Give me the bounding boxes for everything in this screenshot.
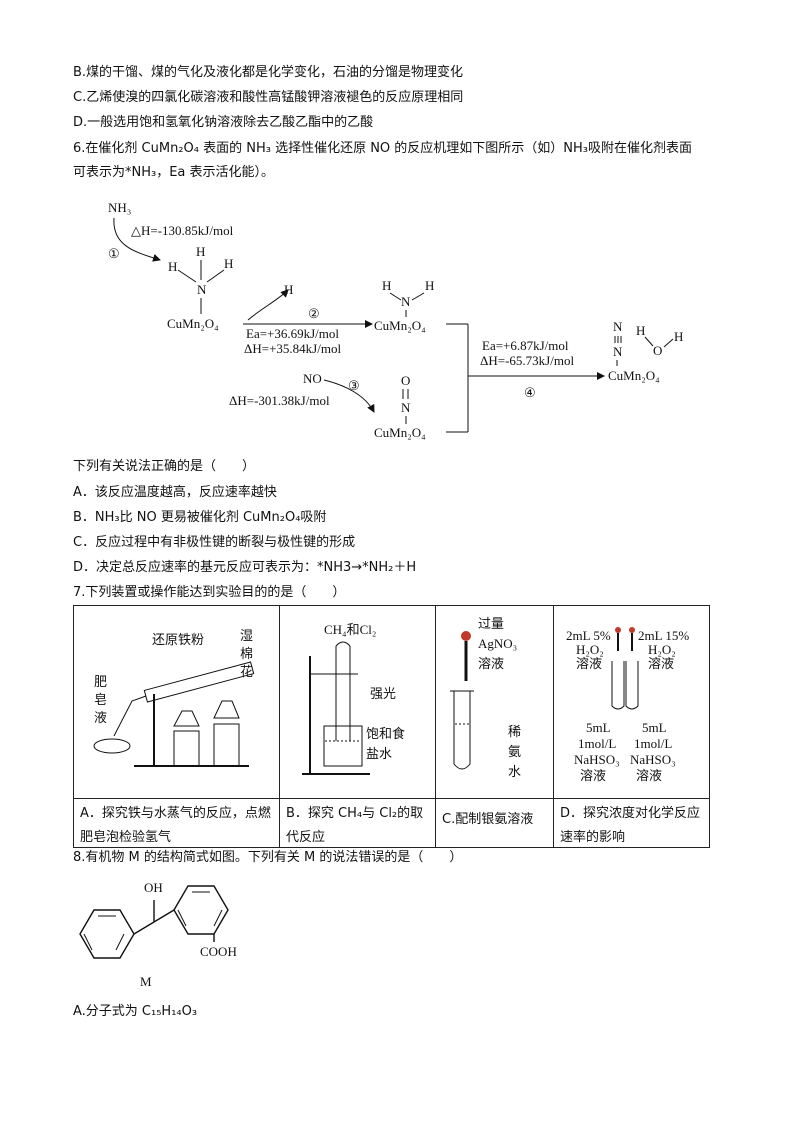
q6-option-a: A．该反应温度越高，反应速率越快 (73, 485, 277, 500)
option-d-line: D.一般选用饱和氢氧化钠溶液除去乙酸乙酯中的乙酸 (73, 115, 374, 130)
question-7-text: 7.下列装置或操作能达到实验目的的是（ ） (73, 585, 346, 600)
h2o2-15-label: 2mL 15% (638, 628, 689, 643)
q6-option-d: D．决定总反应速率的基元反应可表示为：*NH3→*NH₂＋H (73, 560, 417, 575)
apparatus-d-figure: 2mL 5% H₂O₂ 溶液 2mL 15% H₂O₂ 溶液 5mL 1mol/… (566, 627, 689, 784)
solution-label: 溶液 (648, 657, 674, 672)
h-atom: H (425, 278, 434, 293)
apparatus-c-cell: 过量 AgNO₃ 溶液 稀 氨 水 (435, 605, 554, 799)
dh3-label: ΔH=-301.38kJ/mol (229, 393, 330, 408)
h2o2-label: H₂O₂ (648, 642, 676, 657)
n-atom: N (613, 319, 623, 334)
dh1-label: △H=-130.85kJ/mol (131, 223, 234, 238)
strong-light-label: 强光 (370, 687, 396, 702)
question-6-text-cont: 可表示为*NH₃，Ea 表示活化能）。 (73, 165, 275, 180)
dropper-bulb (461, 631, 471, 641)
n-atom: N (401, 294, 411, 309)
wet-cotton-label: 湿 (240, 629, 253, 644)
solution-label: 溶液 (576, 657, 602, 672)
question-6-stem: 下列有关说法正确的是（ ） (73, 459, 256, 474)
ea2-label: Ea=+36.69kJ/mol (246, 326, 339, 341)
apparatus-a-figure: 还原铁粉 湿 棉 花 肥 皂 液 (93, 629, 255, 767)
no-label: NO (303, 371, 322, 386)
option-b-line: B.煤的干馏、煤的气化及液化都是化学变化，石油的分馏是物理变化 (73, 65, 464, 80)
iron-powder-label: 还原铁粉 (152, 633, 204, 648)
oh-group: OH (144, 880, 163, 895)
h-atom: H (196, 244, 205, 259)
ch4-cl2-label: CH₄和Cl₂ (324, 622, 376, 637)
catalyst-label: CuMn₂O₄ (374, 318, 426, 333)
dh4-label: ΔH=-65.73kJ/mol (480, 353, 574, 368)
apparatus-b-figure: CH₄和Cl₂ 强光 饱和食 盐水 (302, 622, 405, 775)
question-6-text: 6.在催化剂 CuMn₂O₄ 表面的 NH₃ 选择性催化还原 NO 的反应机理如… (73, 141, 693, 156)
solution-label: 溶液 (636, 769, 662, 784)
q7-options-table: 还原铁粉 湿 棉 花 肥 皂 液 CH₄和Cl₂ 强光 (73, 605, 710, 848)
n-atom: N (401, 400, 411, 415)
apparatus-a-cell: 还原铁粉 湿 棉 花 肥 皂 液 (73, 605, 280, 799)
dh2-label: ΔH=+35.84kJ/mol (244, 341, 341, 356)
nahso3-volume: 5mL (586, 720, 611, 735)
agno3-label: AgNO₃ (478, 636, 517, 651)
o-atom: O (653, 343, 662, 358)
brine-label: 盐水 (366, 747, 392, 762)
soap-solution-label: 皂 (94, 693, 107, 708)
ammonia-label: 稀 (508, 725, 521, 740)
catalyst-label: CuMn₂O₄ (608, 368, 660, 383)
step4-label: ④ (524, 385, 536, 400)
step3-label: ③ (348, 378, 360, 393)
nahso3-conc: 1mol/L (634, 736, 672, 751)
solution-label: 溶液 (478, 657, 504, 672)
h-atom: H (224, 256, 233, 271)
nahso3-conc: 1mol/L (578, 736, 616, 751)
compound-label: M (140, 974, 152, 989)
q6-option-b: B．NH₃比 NO 更易被催化剂 CuMn₂O₄吸附 (73, 510, 327, 525)
h-atom: H (168, 259, 177, 274)
h-atom: H (674, 329, 683, 344)
apparatus-d-cell: 2mL 5% H₂O₂ 溶液 2mL 15% H₂O₂ 溶液 5mL 1mol/… (553, 605, 710, 799)
h2o2-5-label: 2mL 5% (566, 628, 611, 643)
apparatus-b-cell: CH₄和Cl₂ 强光 饱和食 盐水 (279, 605, 436, 799)
q6-option-c: C．反应过程中有非极性键的断裂与极性键的形成 (73, 535, 356, 550)
catalyst-label: CuMn₂O₄ (167, 316, 219, 331)
question-8-text: 8.有机物 M 的结构简式如图。下列有关 M 的说法错误的是（ ） (73, 850, 463, 865)
apparatus-c-figure: 过量 AgNO₃ 溶液 稀 氨 水 (450, 617, 521, 780)
catalyst-label: CuMn₂O₄ (374, 425, 426, 440)
solution-label: 溶液 (580, 769, 606, 784)
q8-option-a: A.分子式为 C₁₅H₁₄O₃ (73, 1004, 198, 1019)
wet-cotton-label: 花 (240, 664, 253, 680)
h-atom: H (382, 278, 391, 293)
cooh-group: COOH (200, 944, 237, 959)
mechanism-diagram: NH₃ △H=-130.85kJ/mol ① H H H N CuMn₂O₄ H… (108, 200, 683, 440)
h2o2-label: H₂O₂ (576, 642, 604, 657)
h-atom: H (636, 323, 645, 338)
nahso3-volume: 5mL (642, 720, 667, 735)
wet-cotton-label: 棉 (240, 647, 253, 662)
nh3-label: NH₃ (108, 200, 131, 215)
nahso3-label: NaHSO₃ (574, 752, 620, 767)
brine-label: 饱和食 (366, 726, 405, 742)
ammonia-label: 水 (508, 765, 521, 780)
o-atom: O (401, 373, 410, 388)
caption-c: C.配制银氨溶液 (435, 798, 554, 848)
caption-b: B．探究 CH₄与 Cl₂的取代反应 (279, 798, 436, 848)
step1-label: ① (108, 246, 120, 261)
n-atom: N (613, 344, 623, 359)
excess-label: 过量 (478, 617, 504, 632)
ammonia-label: 氨 (508, 745, 521, 760)
step2-label: ② (308, 306, 320, 321)
nahso3-label: NaHSO₃ (630, 752, 676, 767)
soap-solution-label: 液 (94, 711, 107, 726)
caption-a: A．探究铁与水蒸气的反应，点燃肥皂泡检验氢气 (73, 798, 280, 848)
caption-d: D．探究浓度对化学反应速率的影响 (553, 798, 710, 848)
n-atom: N (197, 282, 207, 297)
ea4-label: Ea=+6.87kJ/mol (482, 338, 569, 353)
soap-solution-label: 肥 (94, 675, 107, 690)
structure-m: OH COOH M (79, 880, 237, 989)
h-released: H (284, 282, 293, 297)
option-c-line: C.乙烯使溴的四氯化碳溶液和酸性高锰酸钾溶液褪色的反应原理相同 (73, 90, 464, 105)
